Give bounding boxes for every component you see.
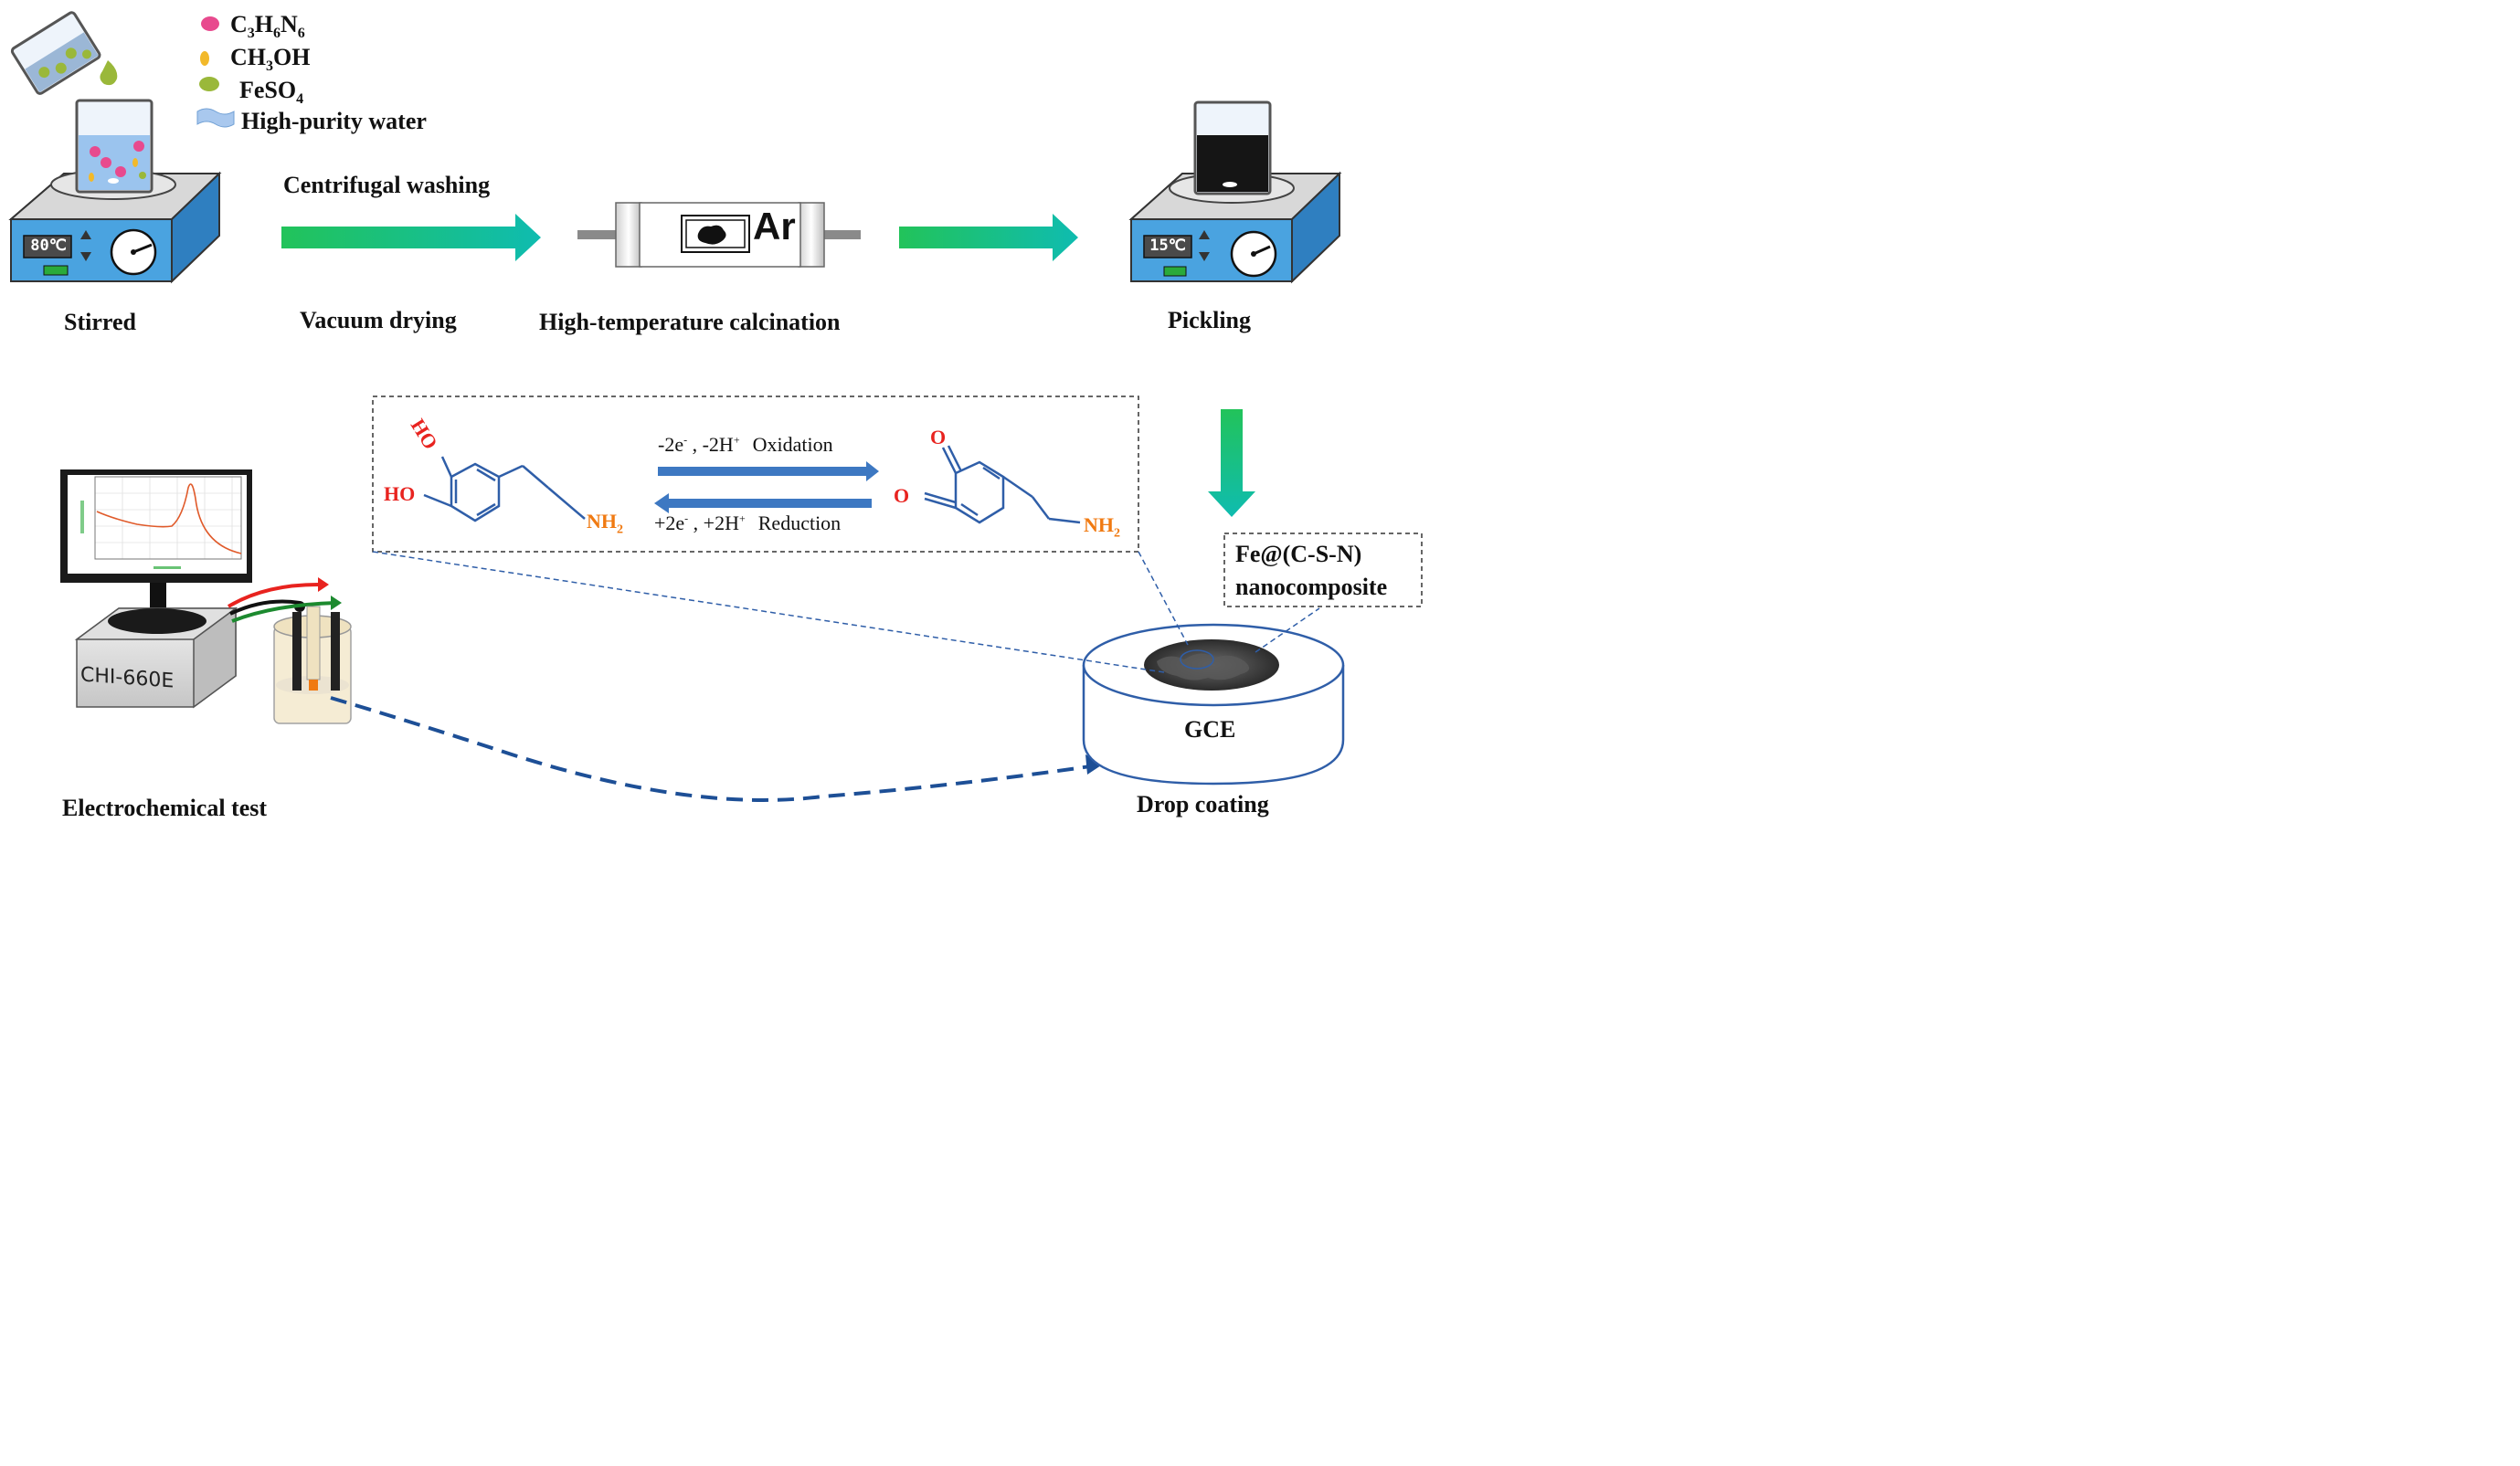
cable-red [227, 583, 319, 608]
stirrer-2 [1128, 171, 1342, 284]
beaker-1 [75, 99, 154, 194]
label-pickling: Pickling [1168, 307, 1252, 333]
label-electrochemical-test: Electrochemical test [62, 795, 268, 821]
tube-furnace [577, 202, 861, 268]
nanocomposite-box [1223, 533, 1423, 607]
label-stirred: Stirred [64, 309, 136, 335]
dopamine-ho-left: HO [384, 482, 416, 505]
label-drop-coating: Drop coating [1137, 791, 1269, 817]
legend-methanol: CH3OH [230, 44, 311, 75]
methanol-dot [200, 51, 209, 66]
stirrer-1-display: 80℃ [30, 237, 67, 255]
dopamine-quinone-molecule [924, 445, 1081, 524]
nanocomposite-label-2: nanocomposite [1235, 574, 1388, 600]
oxidation-label: -2e- , -2H+Oxidation [658, 433, 833, 456]
dopamine-molecule [423, 456, 586, 522]
process-arrow-2 [899, 214, 1078, 261]
cable-green-tip [331, 596, 342, 610]
label-calcination: High-temperature calcination [539, 309, 841, 335]
potentiostat [74, 606, 238, 709]
melamine-dot [201, 16, 219, 31]
dashed-link-head [1085, 754, 1104, 775]
reaction-box [372, 396, 1139, 553]
zoom-line-left [372, 551, 1165, 673]
cable-black [229, 599, 301, 616]
oxidation-arrow [658, 461, 879, 481]
water-symbol [196, 108, 235, 128]
dashed-link [330, 696, 1097, 802]
legend-melamine: C3H6N6 [230, 11, 305, 42]
process-arrow-1 [281, 214, 541, 261]
reduction-label: +2e- , +2H+Reduction [654, 512, 842, 534]
label-vacuum-drying: Vacuum drying [300, 307, 457, 333]
pouring-beaker [10, 11, 101, 95]
computer-monitor [60, 469, 252, 614]
zoom-line-box [1255, 607, 1320, 653]
quinone-amine: NH2 [1084, 513, 1120, 541]
quinone-o-top: O [930, 426, 947, 448]
legend-water: High-purity water [241, 108, 427, 134]
cable-green [231, 601, 337, 623]
feso4-dot [199, 77, 219, 91]
nanocomposite-label-1: Fe@(C-S-N) [1235, 541, 1362, 567]
beaker-2 [1193, 100, 1272, 195]
dopamine-amine: NH2 [587, 510, 623, 537]
falling-drop [100, 60, 118, 86]
furnace-gas-label: Ar [753, 205, 796, 248]
label-centrifugal-washing: Centrifugal washing [283, 172, 491, 198]
stirrer-2-display: 15℃ [1149, 237, 1186, 255]
gce-label: GCE [1184, 716, 1236, 743]
cable-red-tip [318, 577, 329, 592]
diagram-canvas [8, 11, 1423, 802]
legend-feso4: FeSO4 [239, 77, 304, 108]
process-arrow-down [1208, 409, 1255, 517]
quinone-o-left: O [894, 484, 910, 507]
process-diagram: C3H6N6 CH3OH FeSO4 High-purity water Sti… [0, 0, 1430, 833]
reduction-arrow [654, 493, 872, 513]
electrochemical-cell [273, 606, 352, 724]
gce-electrode [1082, 623, 1345, 786]
